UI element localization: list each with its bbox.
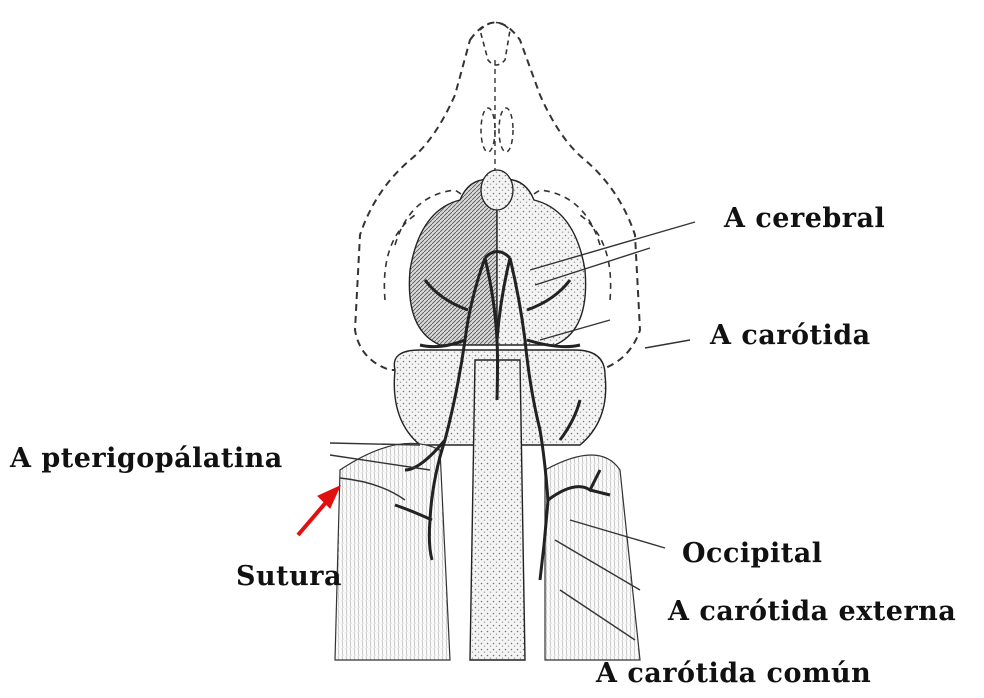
label-a-carotida-comun: A carótida común [596, 660, 871, 687]
label-a-pterigopalatina: A pterigopálatina [10, 445, 283, 472]
leader-carotida-a [645, 340, 690, 348]
label-a-cerebral: A cerebral [724, 205, 885, 232]
snout-detail [480, 23, 510, 66]
red-arrow [298, 486, 340, 535]
olfactory-bulb [481, 170, 513, 210]
nasal-opening-right [499, 108, 513, 152]
neck-muscle-left [335, 443, 450, 660]
nasal-opening-left [481, 108, 495, 152]
spinal-cord [470, 360, 525, 660]
label-a-carotida: A carótida [710, 322, 871, 349]
label-a-carotida-externa: A carótida externa [668, 598, 956, 625]
label-sutura: Sutura [236, 563, 342, 590]
label-occipital: Occipital [682, 540, 823, 567]
